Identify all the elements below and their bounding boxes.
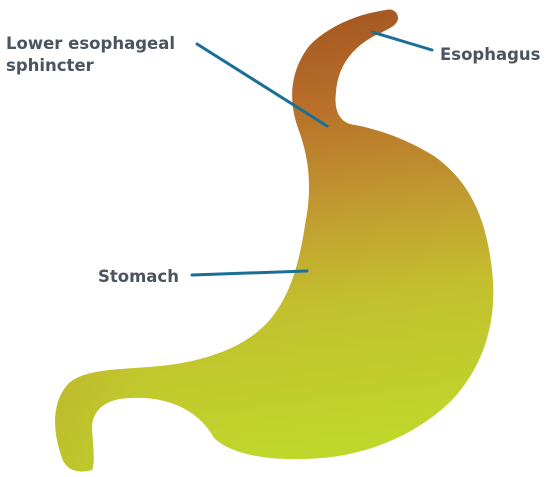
duodenum-shape — [55, 366, 160, 472]
label-les-line-2: sphincter — [6, 55, 175, 77]
label-stomach: Stomach — [98, 266, 179, 288]
stomach-shape — [55, 9, 493, 471]
label-les-line-1: Lower esophageal — [6, 33, 175, 55]
label-esophagus: Esophagus — [440, 44, 541, 66]
label-lower-esophageal-sphincter: Lower esophageal sphincter — [6, 33, 175, 77]
leader-line-esophagus — [372, 32, 432, 50]
leader-line-stomach — [192, 271, 307, 275]
